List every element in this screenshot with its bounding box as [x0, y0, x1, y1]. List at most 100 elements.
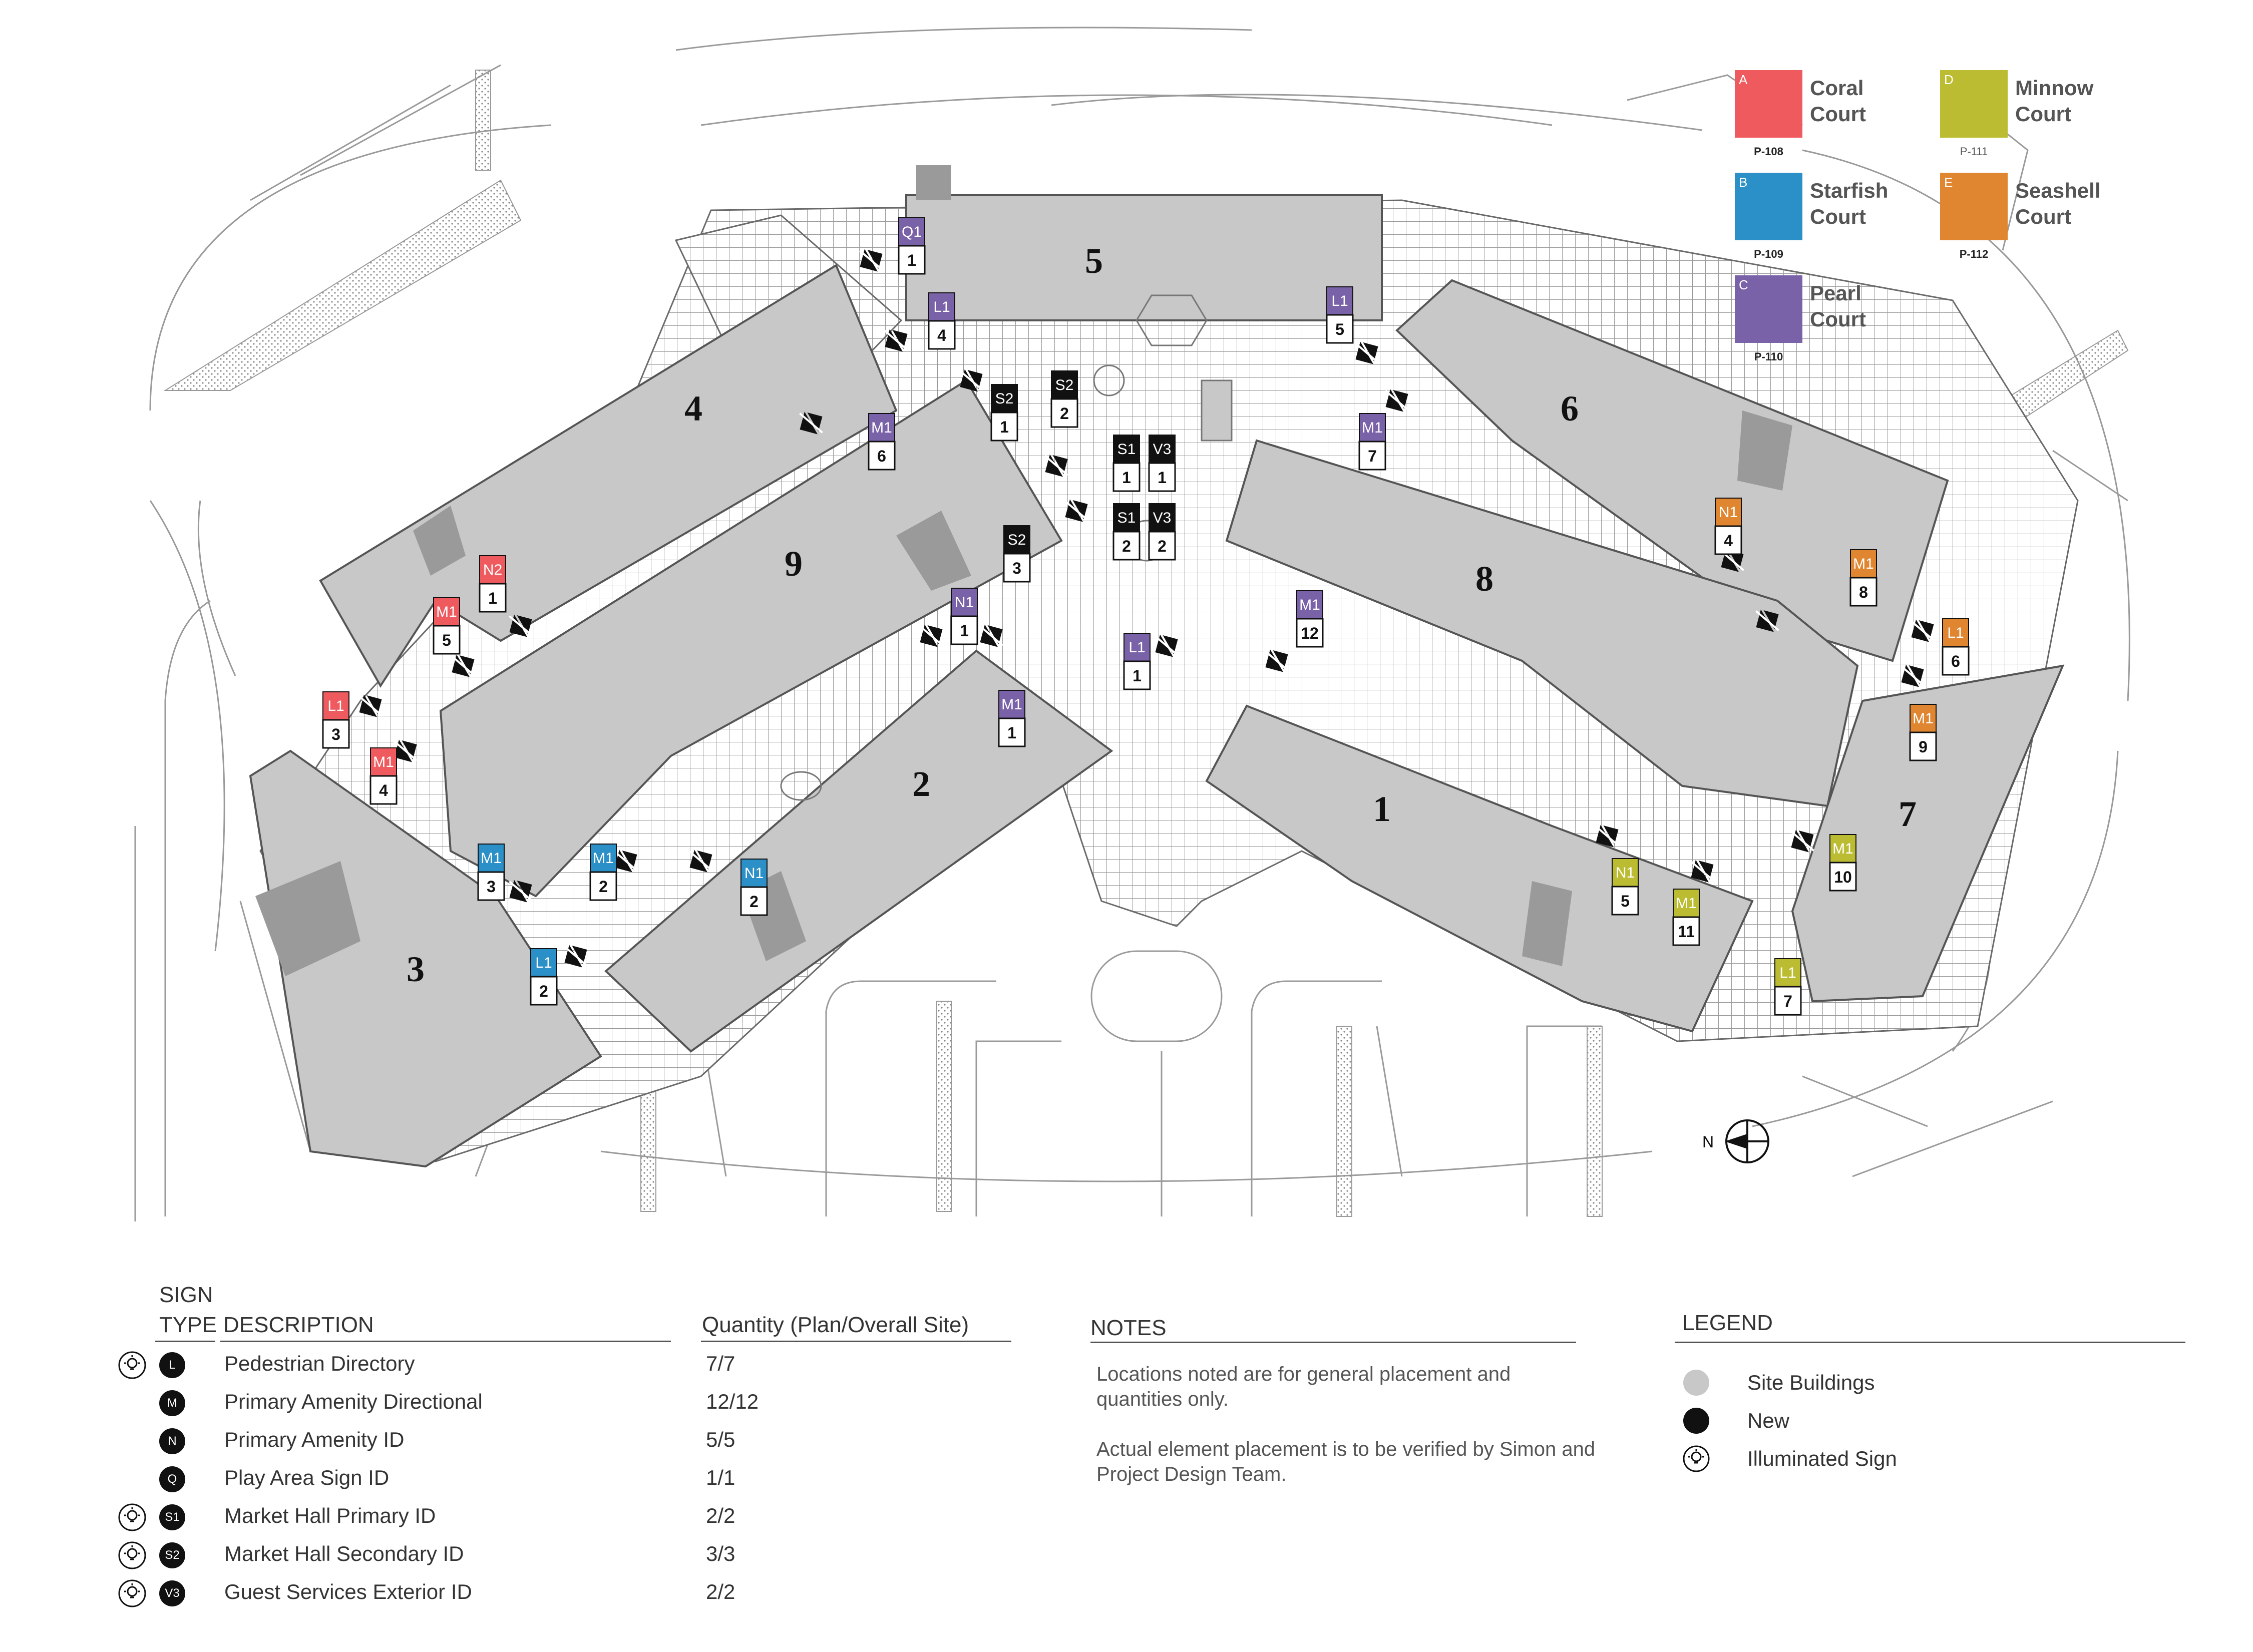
sign-number-label: 2 [1060, 404, 1069, 423]
site-hatch-areas [163, 70, 2129, 1217]
table-header-quantity: Quantity (Plan/Overall Site) [702, 1313, 969, 1337]
sign-code-badge: S1 [159, 1504, 185, 1530]
door-marker [1064, 499, 1088, 522]
sign-type-label: M1 [436, 604, 457, 620]
table-rule-description [220, 1341, 671, 1342]
illuminated-sign-icon [1683, 1445, 1710, 1472]
table-row: V3 Guest Services Exterior ID 2/2 [0, 1577, 1051, 1615]
sign-number-label: 2 [599, 878, 608, 896]
sign-number-label: 4 [1724, 532, 1733, 550]
sign-number-label: 2 [1122, 537, 1131, 555]
sign-type-label: N1 [955, 594, 974, 611]
sign-type-label: M1 [871, 420, 892, 436]
building-4 [319, 264, 898, 688]
building-footprints [249, 194, 2065, 1168]
building-number-1: 1 [1373, 789, 1391, 829]
notes-rule [1090, 1342, 1576, 1343]
door-marker [1790, 830, 1814, 853]
sign-number-label: 1 [960, 622, 969, 640]
sign-number-label: 9 [1919, 738, 1928, 756]
legend-illuminated-label: Illuminated Sign [1747, 1447, 1897, 1470]
sign-number-label: 4 [937, 326, 946, 344]
north-arrow: N [1702, 1119, 1769, 1163]
door-marker [919, 624, 943, 647]
sign-type-label: M1 [1362, 420, 1383, 436]
sign-type-label: S2 [1008, 532, 1026, 548]
sign-marker-m1-4: M14 [369, 747, 398, 805]
notes-paragraph-2: Actual element placement is to be verifi… [1096, 1438, 1596, 1485]
sign-quantity: 7/7 [706, 1352, 735, 1375]
sign-description: Guest Services Exterior ID [224, 1580, 472, 1603]
sign-number-label: 7 [1368, 447, 1377, 465]
sign-marker-m1-1: M11 [998, 690, 1026, 747]
building-6 [1395, 279, 1949, 662]
sign-marker-n1-1: N1 1 [950, 588, 978, 645]
sign-type-label: L1 [1331, 293, 1348, 309]
court-swatch: C [1735, 275, 1802, 343]
sign-marker-m1-3: M1 3 [477, 844, 505, 901]
court-swatch: A [1735, 70, 1802, 138]
sign-marker-s2-3: S23 [1003, 525, 1031, 583]
building-number-8: 8 [1475, 559, 1493, 599]
sign-marker-l1-7: L17 [1774, 958, 1802, 1016]
sign-code-badge: N [159, 1428, 185, 1454]
table-row: L Pedestrian Directory 7/7 [0, 1349, 1051, 1387]
sign-marker-m1-8: M18 [1849, 549, 1878, 607]
sign-type-label: L1 [1129, 639, 1145, 656]
notes-title: NOTES [1090, 1316, 1167, 1340]
sign-type-label: S1 [1117, 510, 1136, 526]
sign-type-label: S2 [995, 390, 1014, 407]
sign-number-label: 1 [907, 251, 916, 269]
sign-quantity: 1/1 [706, 1466, 735, 1489]
sign-type-label: N1 [744, 865, 764, 882]
door-marker [358, 694, 383, 717]
sign-markers: Q11L14L15S21S22M16M17S11V31S12V32S23N14M… [322, 217, 1970, 1016]
court-letter: A [1739, 72, 1748, 87]
court-letter: D [1944, 72, 1954, 87]
court-swatch: D [1940, 70, 2008, 138]
grey-dot-icon [1683, 1370, 1709, 1396]
table-rule-type [155, 1341, 215, 1342]
sign-code-badge: V3 [159, 1580, 185, 1606]
sign-type-label: M1 [1913, 710, 1934, 727]
building-number-2: 2 [912, 764, 930, 804]
door-marker [1901, 664, 1925, 687]
building-7 [1791, 664, 2065, 1003]
sign-quantity: 2/2 [706, 1580, 735, 1603]
sign-type-label: L1 [535, 955, 552, 971]
sign-description: Pedestrian Directory [224, 1352, 415, 1375]
door-marker [509, 614, 533, 637]
sign-marker-n1-2: N12 [740, 859, 768, 916]
building-number-7: 7 [1899, 794, 1917, 834]
sign-number-label: 6 [877, 447, 886, 465]
sign-marker-l1-3: L13 [322, 691, 350, 749]
sign-type-label: N1 [1719, 504, 1738, 521]
court-name: Starfish Court [1810, 179, 1889, 228]
door-marker [959, 369, 983, 392]
sign-type-label: N1 [1616, 865, 1635, 881]
sign-number-label: 1 [1122, 469, 1131, 487]
table-header-type: TYPE [159, 1313, 217, 1337]
sign-marker-m1-2: M12 [589, 844, 617, 901]
building-number-5: 5 [1085, 241, 1103, 281]
building-number-4: 4 [684, 388, 702, 429]
sign-marker-n1-4: N1 4 [1714, 498, 1742, 555]
sign-type-label: M1 [481, 850, 502, 867]
sign-type-label: M1 [1001, 696, 1022, 713]
sign-marker-s1-1: S11 [1112, 435, 1141, 492]
sign-type-label: L1 [1947, 625, 1964, 641]
court-name: Minnow Court [2015, 76, 2094, 126]
sign-quantity: 12/12 [706, 1390, 759, 1413]
table-rule-quantity [701, 1341, 1011, 1342]
table-row: M Primary Amenity Directional 12/12 [0, 1387, 1051, 1425]
court-name: Seashell Court [2015, 179, 2101, 228]
sign-marker-l1-1: L11 [1123, 633, 1151, 690]
sign-number-label: 3 [487, 878, 496, 896]
door-marker [451, 654, 475, 677]
sign-marker-s2-2: S22 [1050, 370, 1078, 428]
sign-quantity: 2/2 [706, 1504, 735, 1527]
sign-marker-m1-9: M1 9 [1909, 704, 1937, 761]
sign-description: Market Hall Primary ID [224, 1504, 436, 1527]
